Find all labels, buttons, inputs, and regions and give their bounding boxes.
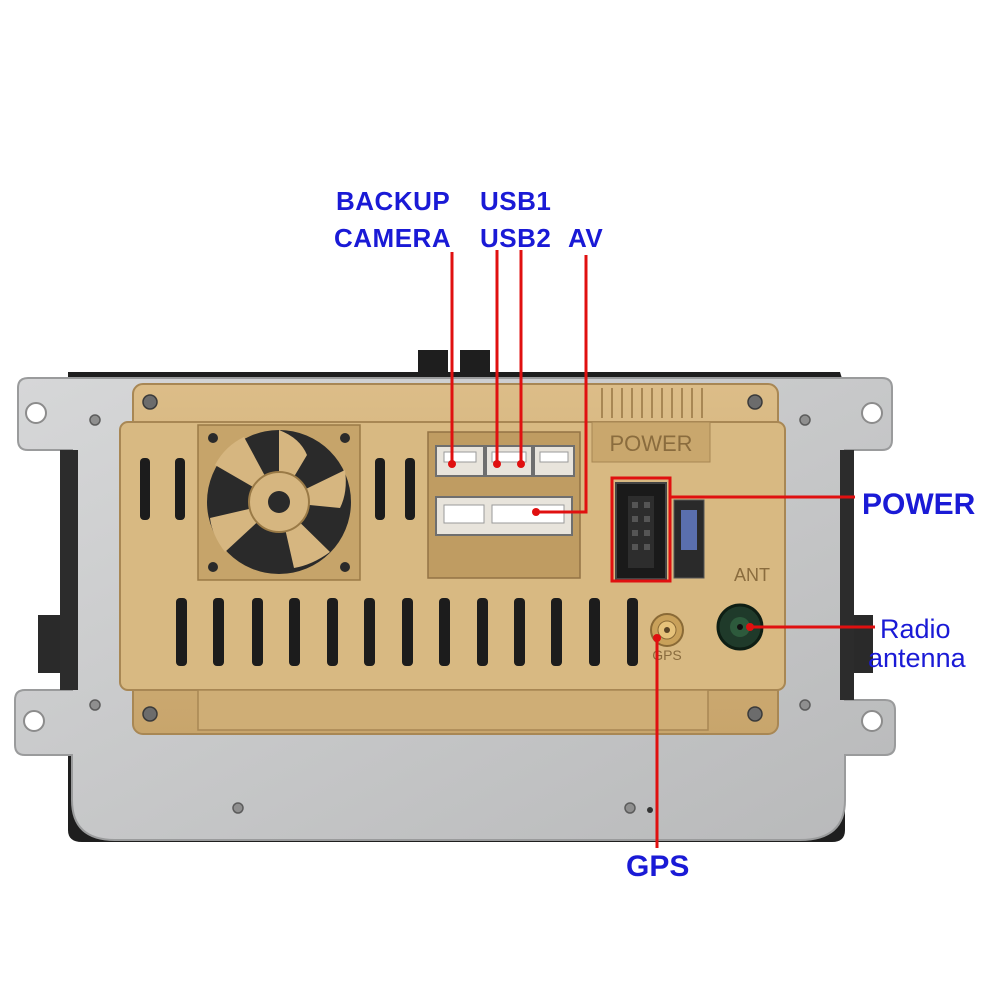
cooling-fan-icon [197, 424, 361, 581]
av-label: AV [568, 223, 604, 253]
upper-vents [140, 458, 415, 520]
power-label: POWER [862, 488, 976, 521]
power-embossed-label: POWER [591, 388, 711, 463]
gps-label: GPS [626, 850, 690, 883]
fuse [673, 499, 705, 579]
housing-dot [647, 807, 653, 813]
misc-port[interactable] [533, 445, 575, 477]
ant-mark-text: ANT [734, 565, 770, 585]
radio-antenna-connector[interactable] [716, 603, 764, 651]
backup-label: BACKUP [336, 186, 451, 216]
bracket-screws [89, 414, 811, 814]
housing-screws [142, 394, 763, 722]
bracket-holes [23, 402, 883, 732]
backup-camera-port[interactable] [435, 445, 485, 477]
callout-lines [448, 250, 875, 848]
usb1-label: USB1 [480, 186, 552, 216]
power-mark-text: POWER [609, 431, 692, 456]
usb2-label: USB2 [480, 223, 552, 253]
av-port[interactable] [435, 496, 573, 536]
lower-vents [176, 598, 638, 666]
antenna-label: antenna [868, 643, 966, 673]
camera-label: CAMERA [334, 223, 452, 253]
usb-ports[interactable] [485, 445, 533, 477]
gps-mark-text: GPS [652, 647, 682, 663]
radio-label: Radio [880, 614, 951, 644]
power-connector[interactable] [615, 482, 667, 580]
